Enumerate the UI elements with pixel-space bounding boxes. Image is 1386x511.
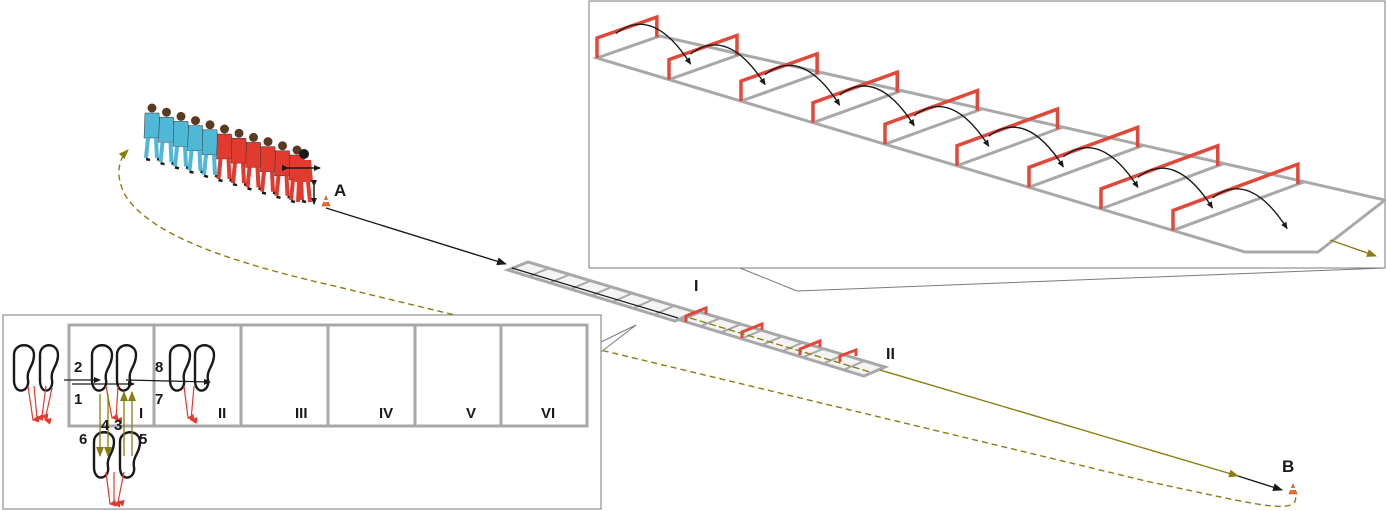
- step-number-5: 5: [139, 431, 147, 448]
- player-blue: [201, 120, 220, 179]
- ladder-section-ii-label: II: [886, 346, 895, 363]
- player-blue: [158, 107, 176, 166]
- coach-figure: [282, 149, 321, 205]
- footprint-pair-start: [12, 344, 60, 392]
- foot-push-arrows: [27, 385, 198, 508]
- player-red: [245, 132, 263, 191]
- zone-label-4: IV: [379, 405, 393, 422]
- zone-label-6: VI: [541, 405, 555, 422]
- ladder-section-i-label: I: [694, 278, 698, 295]
- player-blue: [143, 103, 162, 162]
- step-number-6: 6: [79, 431, 87, 448]
- agility-ladder: [503, 260, 890, 378]
- player-red: [216, 124, 234, 183]
- step-number-7: 7: [155, 391, 163, 408]
- sprint-arrow-start: [325, 207, 507, 266]
- step-number-2: 2: [74, 359, 82, 376]
- sprint-arrow-finish: [879, 369, 1239, 478]
- zone-labels: I II III IV V VI: [139, 405, 555, 422]
- zone-label-3: III: [295, 405, 308, 422]
- players-line: [143, 103, 307, 204]
- hurdle-detail-panel: [588, 0, 1386, 292]
- finish-arrow: [1237, 475, 1283, 492]
- step-number-8: 8: [155, 359, 163, 376]
- zone-label-1: I: [139, 405, 143, 422]
- footprint-pair-zone1: [90, 344, 138, 392]
- step-numbers: 1 2 3 4 5 6 7 8: [74, 359, 163, 448]
- step-number-4: 4: [101, 417, 110, 434]
- player-red: [274, 141, 292, 200]
- player-red: [259, 137, 278, 195]
- step-arrows: [64, 377, 211, 457]
- player-red: [230, 128, 249, 187]
- footprint-pair-zone2: [168, 344, 216, 392]
- step-number-3: 3: [114, 417, 122, 434]
- player-blue: [187, 116, 205, 174]
- point-a-label: A: [334, 181, 346, 200]
- player-blue: [172, 111, 191, 170]
- cone-b: [1288, 483, 1298, 495]
- zone-label-2: II: [218, 405, 226, 422]
- step-number-1: 1: [74, 391, 82, 408]
- cone-a: [321, 195, 331, 207]
- zone-label-5: V: [466, 405, 476, 422]
- point-b-label: B: [1282, 457, 1294, 476]
- return-path: [118, 149, 1297, 508]
